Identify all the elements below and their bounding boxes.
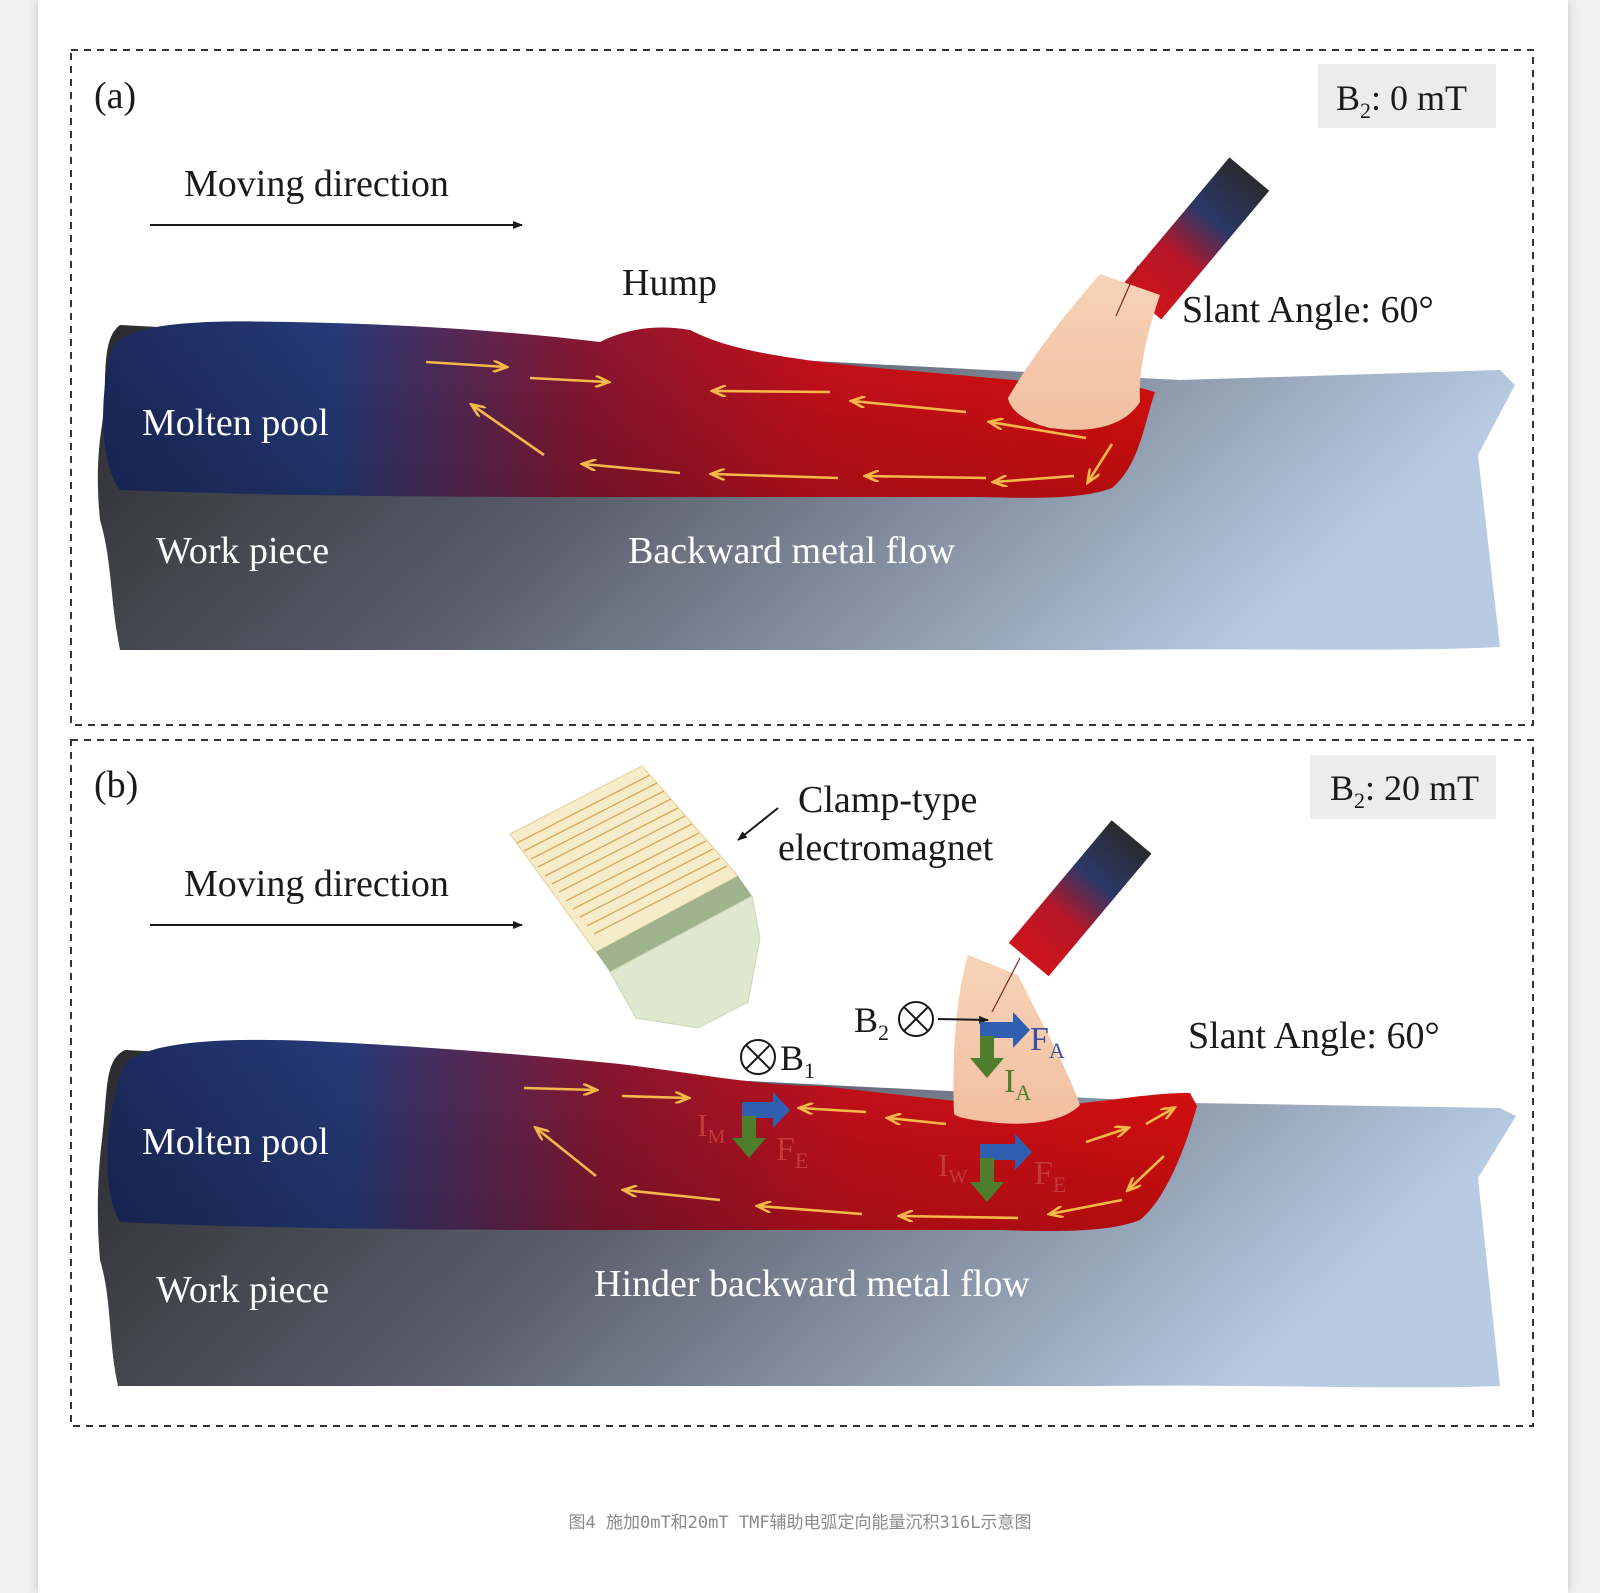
electromagnet-label-line2: electromagnet (778, 827, 994, 869)
torch-b (1008, 820, 1152, 977)
im-label: IM (697, 1107, 726, 1148)
electrode-wire-b (991, 957, 1021, 1013)
field-badge-b (1310, 755, 1496, 819)
flow-arrow (758, 1206, 863, 1216)
flow-label-a: Backward metal flow (628, 530, 956, 572)
moving-direction-label-a: Moving direction (184, 163, 449, 205)
molten-pool-a-shade (103, 321, 1155, 498)
force-arrow-fe-2 (970, 1134, 1032, 1202)
flow-arrow (800, 1108, 867, 1112)
flow-arrow (713, 391, 831, 392)
flow-arrows-b (523, 1088, 1174, 1218)
field-badge-a (1318, 64, 1496, 128)
flow-arrow (1088, 443, 1114, 482)
panel-a-tag: (a) (94, 75, 136, 117)
flow-arrow (1050, 1198, 1123, 1214)
molten-pool-label-b: Molten pool (142, 1121, 329, 1163)
fa-label: FA (1030, 1021, 1065, 1063)
panel-b-frame (70, 739, 1534, 1427)
flow-arrow (900, 1216, 1019, 1218)
torch-a (1121, 157, 1270, 320)
flow-arrow (583, 464, 681, 475)
flow-arrow (624, 1190, 721, 1202)
clamp-electromagnet (509, 765, 761, 1029)
force-arrow-fa (970, 1012, 1030, 1078)
electrode-wire-a (1115, 265, 1139, 317)
b2-field-label: B2 (854, 1000, 889, 1045)
flow-arrow (472, 405, 545, 457)
fe2-label: FE (1034, 1155, 1066, 1197)
ia-label: IA (1004, 1063, 1031, 1105)
slant-angle-label-a: Slant Angle: 60° (1182, 289, 1434, 331)
electromagnet-label-line1: Clamp-type (798, 779, 977, 821)
slant-angle-label-b: Slant Angle: 60° (1188, 1015, 1440, 1057)
flow-arrow (1085, 1128, 1128, 1144)
flow-arrow (994, 474, 1075, 482)
flow-arrow (621, 1096, 688, 1098)
flow-arrow (425, 362, 506, 367)
moving-direction-label-b: Moving direction (184, 863, 449, 905)
panel-b-tag: (b) (94, 764, 138, 806)
flow-arrow (529, 378, 608, 382)
fe1-label: FE (776, 1131, 808, 1173)
hump-label: Hump (622, 262, 717, 304)
flow-arrow (888, 1118, 947, 1124)
flow-label-b: Hinder backward metal flow (594, 1263, 1030, 1305)
field-label-a: B2: 0 mT (1336, 78, 1467, 123)
flow-arrow (1128, 1155, 1165, 1190)
work-piece-label-a: Work piece (156, 530, 329, 572)
force-arrow-fe-1 (732, 1092, 790, 1158)
field-label-b: B2: 20 mT (1330, 768, 1479, 813)
flow-arrow (1145, 1108, 1174, 1126)
flow-arrow (866, 476, 987, 478)
flow-arrow (536, 1128, 597, 1178)
panel-a-frame (70, 49, 1534, 726)
electromagnet-pointer (737, 807, 779, 841)
molten-pool-b-shade (107, 1039, 1197, 1231)
panel-a: (a) B2: 0 mT Moving direction Hump Slant… (70, 49, 1534, 726)
into-page-symbol-b1 (740, 1039, 776, 1075)
molten-pool-label-a: Molten pool (142, 402, 329, 444)
electromagnet-band (596, 876, 752, 972)
iw-label: IW (938, 1147, 968, 1188)
into-page-symbol-b2 (898, 1001, 934, 1037)
flow-arrows-a (425, 362, 1114, 482)
b1-field-label: B1 (780, 1038, 815, 1083)
figure-caption: 图4 施加0mT和20mT TMF辅助电弧定向能量沉积316L示意图 (568, 1513, 1032, 1533)
panel-b: (b) B2: 20 mT Clamp-type electromagnet M… (70, 739, 1534, 1427)
electrode-b (1008, 820, 1152, 977)
flow-arrow (712, 474, 839, 478)
flow-arrow (523, 1088, 596, 1090)
b2-pointer (937, 1015, 989, 1024)
flow-arrow (990, 422, 1087, 440)
work-piece-label-b: Work piece (156, 1269, 329, 1311)
arc-a (1008, 274, 1160, 430)
electromagnet-core (609, 895, 761, 1029)
flow-arrow (852, 401, 967, 414)
electrode-a (1121, 157, 1270, 320)
